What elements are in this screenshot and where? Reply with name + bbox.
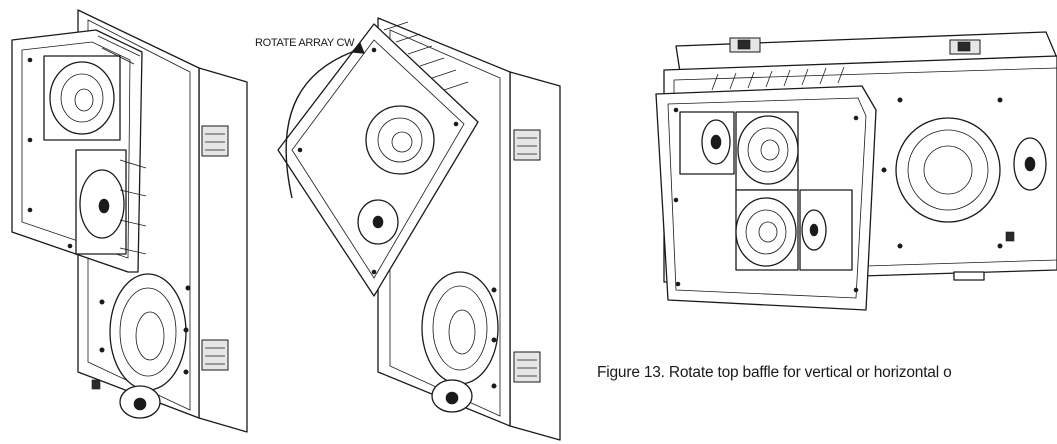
rotate-array-label: ROTATE ARRAY CW [255, 37, 355, 49]
rotate-arrow-icon [285, 41, 365, 199]
figure-caption: Figure 13. Rotate top baffle for vertica… [597, 364, 952, 381]
left-speaker-drawing [11, 9, 248, 433]
middle-speaker-drawing [277, 17, 561, 441]
right-speaker-drawing [655, 31, 1057, 311]
